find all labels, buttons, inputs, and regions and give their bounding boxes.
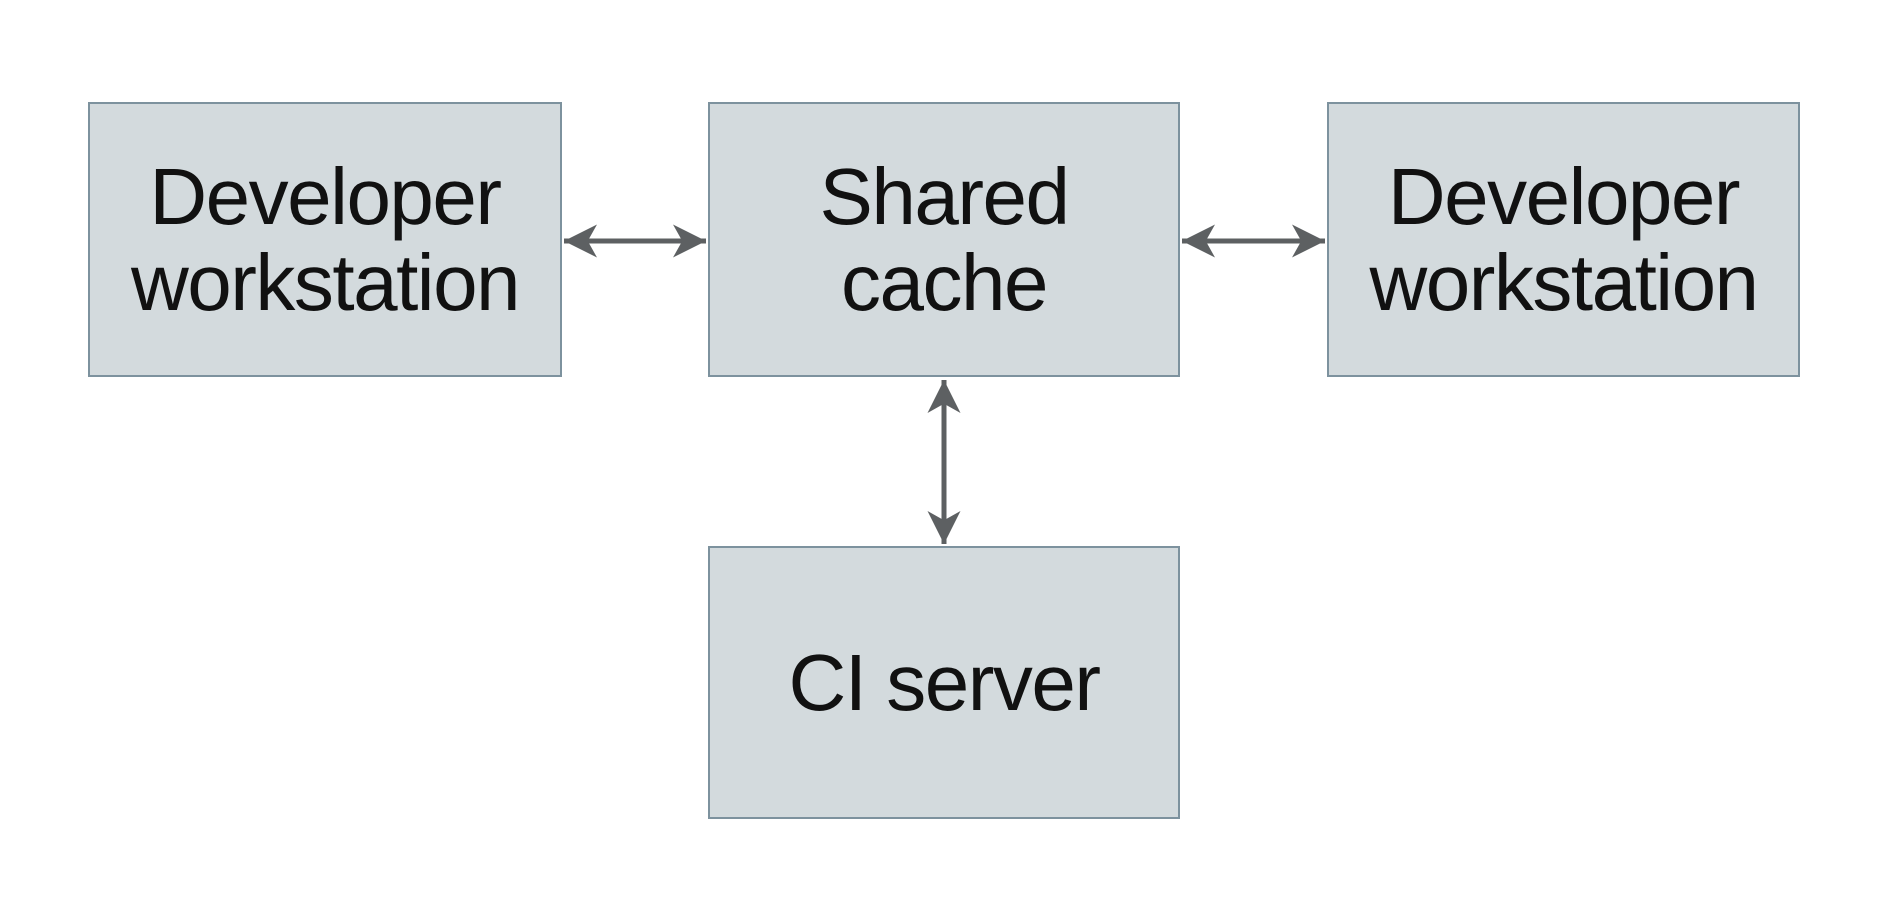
ci-server-node: CI server [708,546,1180,819]
shared-cache-node: Shared cache [708,102,1180,377]
developer-workstation-right-node: Developer workstation [1327,102,1800,377]
developer-workstation-left-node: Developer workstation [88,102,562,377]
